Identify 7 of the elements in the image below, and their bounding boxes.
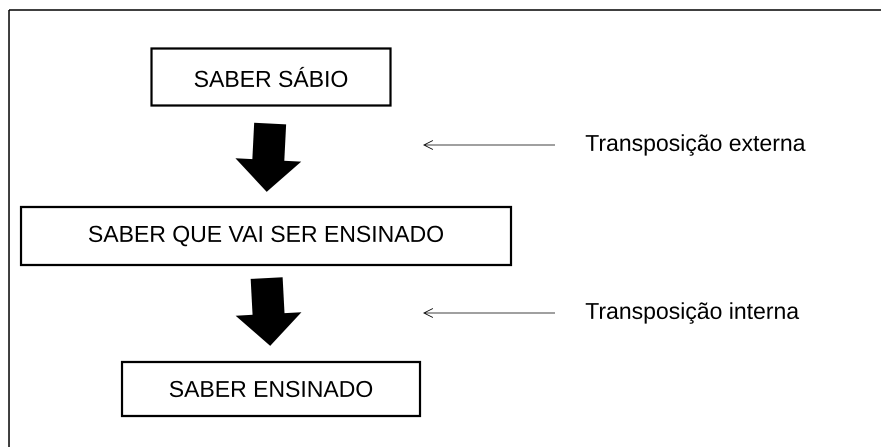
process-box: SABER ENSINADO (120, 360, 422, 418)
process-box: SABER QUE VAI SER ENSINADO (20, 206, 512, 266)
annotation-text: Transposição interna (586, 302, 800, 324)
annotation-text: Transposição externa (586, 134, 806, 156)
process-box: SABER SÁBIO (150, 47, 392, 107)
leader-arrow (423, 308, 556, 318)
leader-arrow (423, 140, 556, 150)
